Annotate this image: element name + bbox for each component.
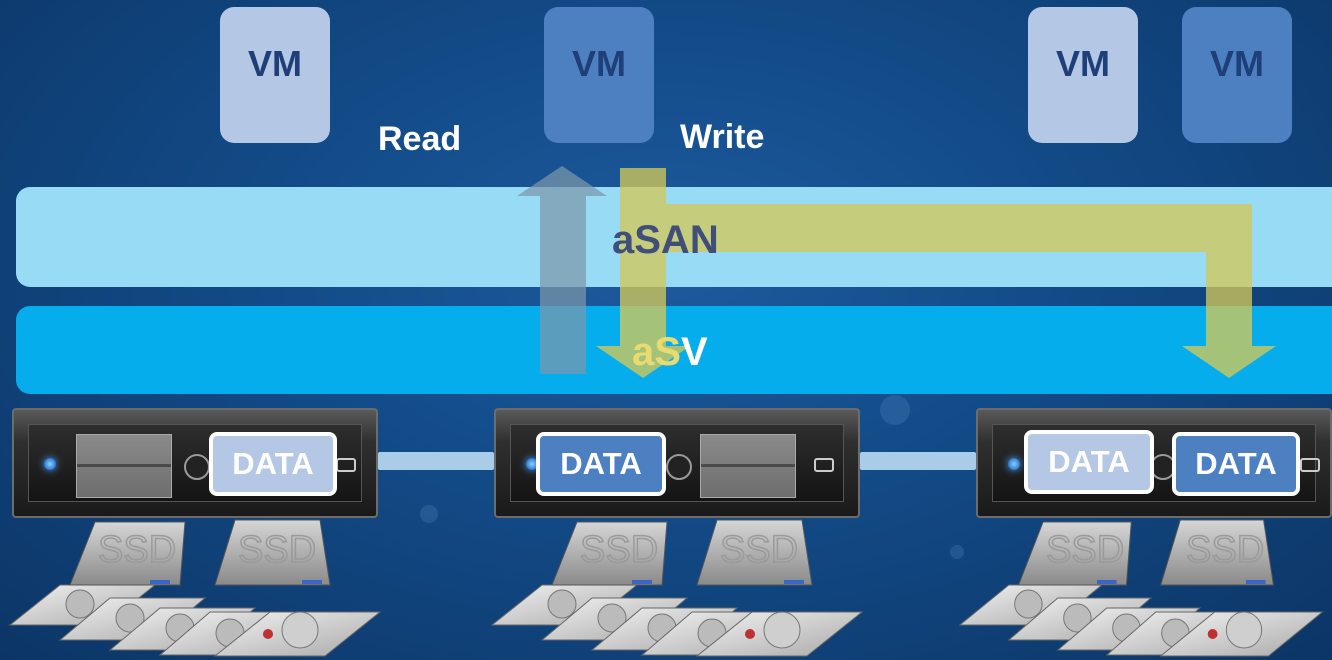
hdd-icon [108,607,257,651]
hdd-icon [490,584,639,626]
hdd-icon [1159,611,1324,657]
knob-icon [666,454,692,480]
vm-box: VM [220,7,330,143]
vm-label: VM [1210,43,1264,84]
hdd-icon [1105,611,1251,656]
hdd-icon [58,597,207,641]
disk-stack [490,519,864,657]
ssd-icon [69,521,186,586]
data-block: DATA [536,432,666,496]
disk-stack [958,519,1324,657]
vm-label: VM [1056,43,1110,84]
hdd-icon [695,611,864,657]
server-node: DATA DATA [976,408,1332,518]
hdd-icon [1007,597,1153,641]
port-icon [1300,458,1320,472]
drive-bay [700,434,796,498]
port-icon [814,458,834,472]
server-node: DATA [494,408,860,518]
server-node: DATA [12,408,378,518]
vm-label: VM [248,43,302,84]
hdd-icon [640,611,789,656]
hdd-icon [590,607,739,651]
hdd-icon [540,597,689,641]
background-dot [880,395,910,425]
ssd-label: SSD [238,529,316,571]
vm-box: VM [1028,7,1138,143]
asv-label: aSV [632,330,708,375]
network-link [378,452,494,470]
ssd-icon [696,519,813,586]
ssd-icon [1017,521,1132,586]
hdd-icon [158,611,307,656]
background-dot [420,505,438,523]
power-led-icon [44,458,56,470]
data-block: DATA [1024,430,1154,494]
ssd-icon [214,519,331,586]
network-link [860,452,976,470]
background-dot [950,545,964,559]
ssd-label: SSD [720,529,798,571]
write-label: Write [680,118,765,156]
ssd-label: SSD [1046,529,1124,571]
disk-stack [8,519,382,657]
vm-box: VM [544,7,654,143]
vm-box: VM [1182,7,1292,143]
ssd-icon [1160,519,1274,586]
power-led-icon [526,458,538,470]
data-block: DATA [1172,432,1300,496]
hdd-icon [1056,607,1202,651]
ssd-icon [551,521,668,586]
asv-label-highlight: S [654,330,681,374]
ssd-label: SSD [580,529,658,571]
asan-label: aSAN [612,218,719,262]
read-label: Read [378,120,462,158]
ssd-label: SSD [1186,529,1264,571]
ssd-label: SSD [98,529,176,571]
drive-bay [76,434,172,498]
port-icon [336,458,356,472]
hdd-icon [213,611,382,657]
asv-label-prefix: a [632,330,655,374]
power-led-icon [1008,458,1020,470]
hdd-icon [8,584,157,626]
vm-label: VM [572,43,626,84]
data-block: DATA [209,432,337,496]
knob-icon [184,454,210,480]
asv-label-suffix: V [680,330,708,374]
hdd-icon [958,584,1104,626]
